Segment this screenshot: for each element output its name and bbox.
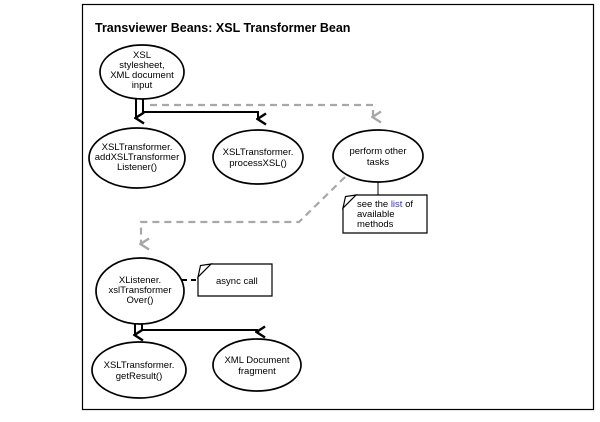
node-label: XML Document <box>224 355 289 366</box>
node-add-listener-ellipse <box>88 127 186 189</box>
node-label: input <box>132 80 153 91</box>
node-label: stylesheet, <box>119 60 164 71</box>
node-add-listener: XSLTransformer. addXSLTransformer Listen… <box>88 127 186 189</box>
node-label: XSL <box>133 50 151 61</box>
node-process-xsl-ellipse <box>212 129 304 185</box>
node-label: processXSL() <box>229 158 287 169</box>
node-label: perform other <box>349 146 406 157</box>
note-text-post: of <box>402 199 413 210</box>
node-label: XML document <box>110 70 174 81</box>
node-xsl-input: XSL stylesheet, XML document input <box>99 44 185 100</box>
note-text-pre: see the <box>357 199 391 210</box>
node-label: tasks <box>367 157 389 168</box>
arrow-input-to-processxsl <box>142 99 258 119</box>
node-label: Over() <box>127 295 154 306</box>
node-get-result-ellipse <box>91 341 187 399</box>
node-xlistener: XListener. xslTransformer Over() <box>95 257 185 325</box>
node-xml-fragment-ellipse <box>212 338 302 392</box>
dashed-arrow-performother-to-xlistener <box>141 176 346 244</box>
node-xsl-input-ellipse <box>99 44 185 100</box>
node-label: XSLTransformer. <box>104 360 175 371</box>
node-perform-other-tasks-ellipse <box>332 129 424 183</box>
page-title: Transviewer Beans: XSL Transformer Bean <box>95 21 350 35</box>
node-xlistener-ellipse <box>95 257 185 325</box>
dashed-arrow-input-to-performother <box>150 103 373 117</box>
node-process-xsl: XSLTransformer. processXSL() <box>212 129 304 185</box>
list-link[interactable]: list <box>391 199 403 210</box>
node-label: addXSLTransformer <box>95 152 179 163</box>
note-line: available <box>357 209 395 220</box>
node-label: xslTransformer <box>109 285 172 296</box>
arrow-xlistener-to-xmlfragment <box>141 324 257 332</box>
folded-corner-icon <box>341 194 358 210</box>
node-label: XSLTransformer. <box>102 142 173 153</box>
node-label: XSLTransformer. <box>223 147 294 158</box>
note-line: see the list of <box>357 199 413 210</box>
node-label: getResult() <box>116 371 162 382</box>
node-label: fragment <box>238 366 276 377</box>
note-line: async call <box>216 276 258 287</box>
folded-corner-icon <box>196 263 213 279</box>
node-get-result: XSLTransformer. getResult() <box>91 341 187 399</box>
note-async-call: async call <box>196 263 273 297</box>
node-label: XListener. <box>119 275 161 286</box>
node-xml-fragment: XML Document fragment <box>212 338 302 392</box>
note-available-methods: see the list of available methods <box>341 194 428 234</box>
node-perform-other-tasks: perform other tasks <box>332 129 424 183</box>
note-line: methods <box>357 219 394 230</box>
node-label: Listener() <box>117 162 157 173</box>
